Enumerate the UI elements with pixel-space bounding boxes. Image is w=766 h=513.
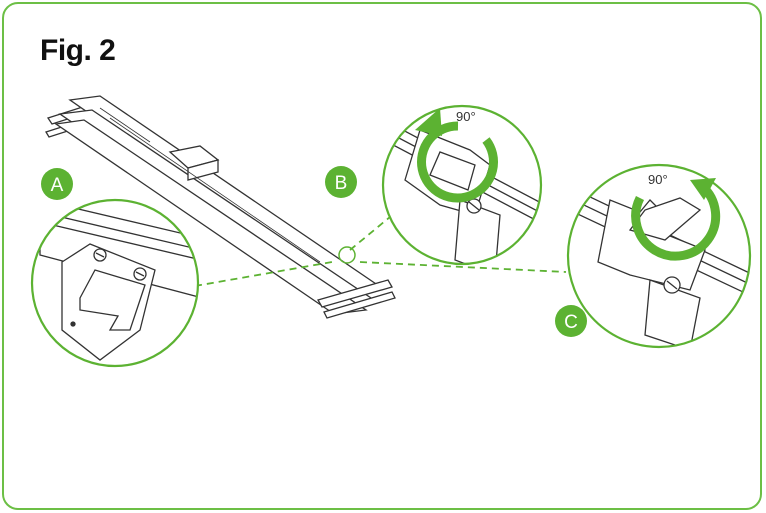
badge-b: B <box>325 166 357 198</box>
rail-assembly <box>45 95 396 319</box>
angle-label-c: 90° <box>648 172 668 187</box>
rotate-arrow-icon <box>415 108 498 203</box>
badge-a-label: A <box>51 175 64 196</box>
angle-label-b: 90° <box>456 109 476 124</box>
rotate-arrow-icon <box>631 178 721 261</box>
callout-lines <box>194 211 567 287</box>
detail-circle-b: 90° <box>381 104 543 266</box>
detail-circle-a <box>30 198 200 368</box>
detail-circle-c: 90° <box>566 163 752 349</box>
figure-title: Fig. 2 <box>40 34 116 67</box>
badge-a: A <box>41 168 73 200</box>
badge-c-label: C <box>564 312 578 333</box>
badge-c: C <box>555 305 587 337</box>
badge-b-label: B <box>335 173 348 194</box>
